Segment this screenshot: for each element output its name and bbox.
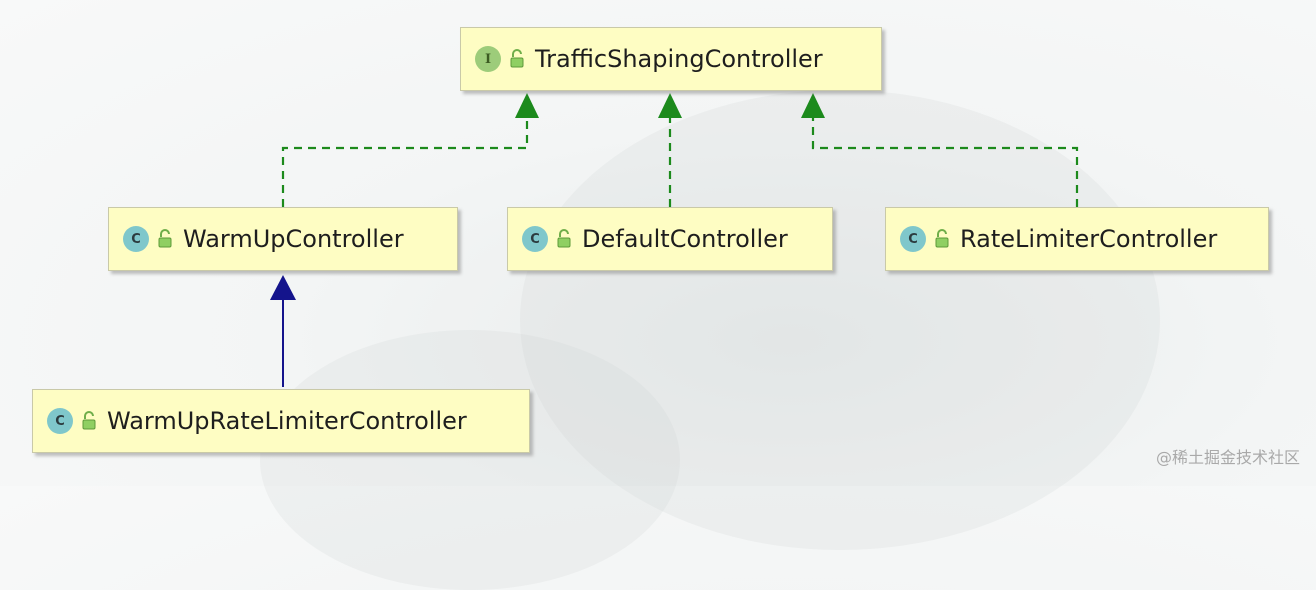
class-node-ratelimitercontroller[interactable]: C RateLimiterController — [885, 207, 1269, 271]
unlocked-icon — [935, 229, 949, 248]
class-icon: C — [123, 226, 149, 252]
node-label: TrafficShapingController — [535, 45, 823, 73]
unlocked-icon — [82, 411, 96, 430]
class-node-defaultcontroller[interactable]: C DefaultController — [507, 207, 833, 271]
node-label: DefaultController — [582, 225, 788, 253]
unlocked-icon — [158, 229, 172, 248]
unlocked-icon — [557, 229, 571, 248]
class-icon: C — [47, 408, 73, 434]
extends-arrowhead — [270, 275, 296, 300]
watermark: @稀土掘金技术社区 — [1155, 448, 1300, 467]
relation-edges — [270, 93, 1079, 387]
implements-arrowhead-default — [658, 93, 682, 118]
class-icon: C — [900, 226, 926, 252]
implements-arrowhead-warmup — [515, 93, 539, 118]
implements-arrowhead-ratelimiter — [801, 93, 825, 118]
implements-edge-warmup — [281, 118, 529, 207]
unlocked-icon — [510, 49, 524, 68]
node-label: WarmUpController — [183, 225, 404, 253]
class-node-warmupcontroller[interactable]: C WarmUpController — [108, 207, 458, 271]
node-label: WarmUpRateLimiterController — [107, 407, 467, 435]
implements-edge-ratelimiter — [811, 118, 1079, 207]
interface-node-trafficshapingcontroller[interactable]: I TrafficShapingController — [460, 27, 882, 91]
class-icon: C — [522, 226, 548, 252]
background-decoration — [520, 90, 1160, 550]
interface-icon: I — [475, 46, 501, 72]
class-node-warmupratelimitercontroller[interactable]: C WarmUpRateLimiterController — [32, 389, 530, 453]
node-label: RateLimiterController — [960, 225, 1218, 253]
